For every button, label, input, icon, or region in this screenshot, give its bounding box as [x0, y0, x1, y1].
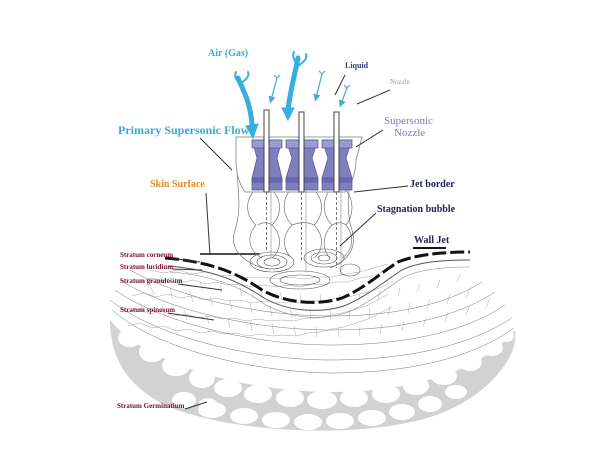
primary-supersonic-flow-label: Primary Supersonic Flow	[118, 123, 250, 137]
leader-lines	[167, 74, 409, 410]
stratum-spinosum-label: Stratum spinosum	[120, 306, 176, 314]
stratum-spinosum-layer	[109, 263, 515, 374]
skin-surface-label: Skin Surface	[150, 179, 205, 190]
stagnation-bubble	[249, 248, 361, 290]
stratum-lucidium-label: Stratum lucidium	[120, 263, 174, 271]
supersonic-nozzle-label-line2: Nozzle	[394, 127, 426, 139]
wall-jet-label: Wall Jet	[414, 235, 450, 246]
stratum-germinatium-layer	[110, 320, 516, 431]
liquid-tubes	[263, 109, 342, 276]
stratum-granulosum-label: Stratum granulosum	[120, 277, 183, 285]
air-gas-label: Air (Gas)	[208, 48, 249, 59]
skin-surface	[164, 250, 471, 318]
stratum-germinatium-label: Stratum Germinatium	[117, 402, 185, 410]
stagnation-bubble-label: Stagnation bubble	[377, 204, 456, 215]
air-gas-arrows	[234, 51, 308, 140]
jet-border-label: Jet border	[410, 179, 455, 190]
liquid-arrows	[268, 70, 351, 108]
nozzle-label: Nozzle	[390, 78, 410, 86]
liquid-label: Liquid	[345, 61, 369, 70]
supersonic-nozzle-label-line1: Supersonic	[384, 115, 433, 127]
stratum-corneum-label: Stratum corneum	[120, 251, 174, 259]
